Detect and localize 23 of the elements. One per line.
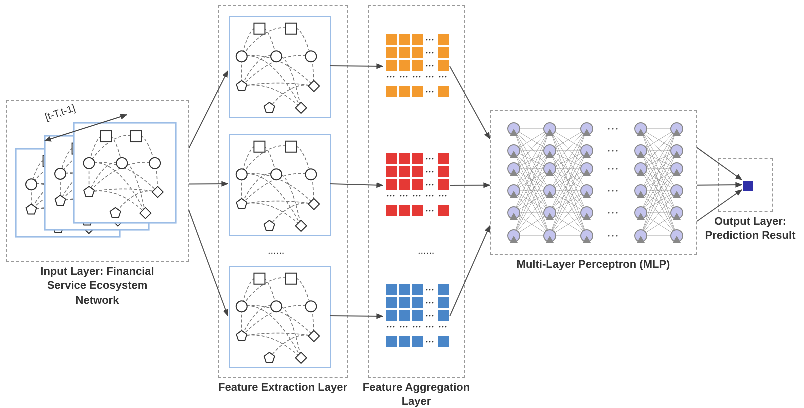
arrow: [450, 182, 491, 188]
layer-title: Input Layer: Financial Service Ecosystem Network: [40, 265, 156, 308]
layer-title: Feature Extraction Layer: [218, 381, 348, 396]
network-graph-box: [229, 266, 331, 368]
arrow: [696, 190, 743, 222]
network-graph-box: [229, 134, 331, 236]
ellipsis: ......: [418, 246, 435, 257]
network-graph-box: [229, 16, 331, 118]
layer-title: Output Layer: Prediction Result: [704, 215, 797, 244]
layer-title: Feature Aggregation Layer: [362, 381, 472, 408]
arrow: [188, 70, 228, 150]
arrow: [696, 182, 743, 188]
output-square: [743, 181, 753, 191]
arrow: [450, 66, 490, 140]
arrow: [188, 210, 228, 317]
layer-title: Multi-Layer Perceptron (MLP): [516, 258, 672, 272]
arrow: [330, 64, 384, 70]
arrow: [330, 182, 384, 188]
arrow: [330, 314, 384, 320]
ellipsis: ......: [268, 246, 285, 257]
arrow: [696, 147, 743, 180]
arrow: [450, 225, 490, 317]
arrow: [188, 181, 229, 187]
